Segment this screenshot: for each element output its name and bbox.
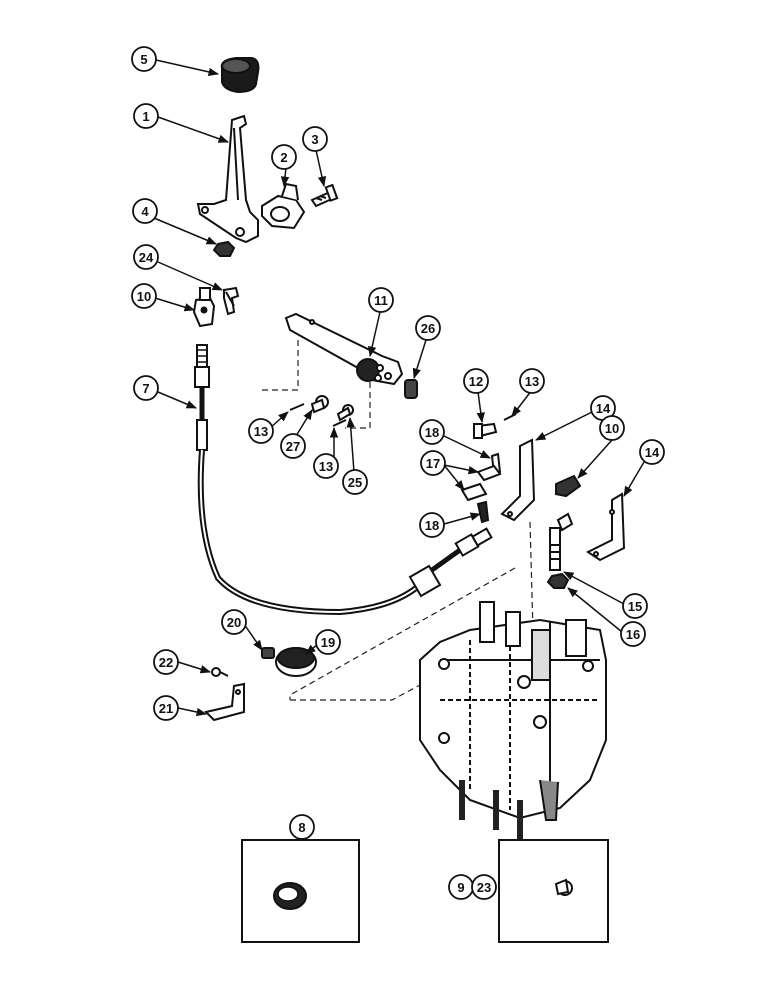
control-valve-body (419, 601, 607, 840)
callout-13-mid: 13 (313, 453, 339, 479)
part-27-pin (310, 395, 329, 414)
callout-26: 26 (415, 315, 441, 341)
callout-26-label: 26 (421, 321, 435, 336)
callout-13-right: 13 (519, 368, 545, 394)
part-5-knob (220, 57, 260, 94)
callout-24: 24 (133, 244, 159, 270)
callout-23-label: 23 (477, 880, 491, 895)
part-19-knob (275, 647, 317, 677)
callout-12-label: 12 (469, 374, 483, 389)
callout-4-label: 4 (141, 204, 149, 219)
callout-19-label: 19 (321, 635, 335, 650)
assembly-dashed-lines (258, 340, 534, 701)
callout-8: 8 (289, 814, 315, 840)
part-24-clip (223, 286, 240, 316)
inset-box-9-23 (498, 839, 609, 943)
callout-12: 12 (463, 368, 489, 394)
part-3-screw (310, 183, 339, 208)
callout-16: 16 (620, 621, 646, 647)
callout-9-label: 9 (457, 880, 464, 895)
part-1-lever (196, 114, 259, 244)
callout-23: 23 (471, 874, 497, 900)
callout-7-label: 7 (142, 381, 149, 396)
callout-17-label: 17 (426, 456, 440, 471)
callout-11-label: 11 (374, 293, 388, 308)
callout-27: 27 (280, 433, 306, 459)
callout-10-right: 10 (599, 415, 625, 441)
part-20-spring (261, 647, 275, 659)
callout-19: 19 (315, 629, 341, 655)
part-16-nut (546, 572, 570, 589)
callout-27-label: 27 (286, 439, 300, 454)
callout-13-left-label: 13 (254, 424, 268, 439)
callout-5: 5 (131, 46, 157, 72)
callout-7: 7 (133, 375, 159, 401)
callout-5-label: 5 (140, 52, 147, 67)
callout-2-label: 2 (280, 150, 287, 165)
callout-14-left-label: 14 (596, 401, 611, 416)
callouts: 5 1 2 3 4 24 10 7 11 26 13 27 13 25 12 1… (131, 46, 665, 900)
part-21-bracket (204, 682, 245, 722)
callout-1: 1 (133, 103, 159, 129)
callout-22: 22 (153, 649, 179, 675)
callout-18-lower: 18 (419, 512, 445, 538)
callout-8-label: 8 (298, 820, 305, 835)
callout-4: 4 (132, 198, 158, 224)
callout-11: 11 (368, 287, 394, 313)
callout-21: 21 (153, 695, 179, 721)
callout-3-label: 3 (311, 132, 318, 147)
part-14-bracket-left (500, 438, 536, 522)
inset-box-8 (241, 839, 360, 943)
callout-3: 3 (302, 126, 328, 152)
callout-18-upper: 18 (419, 419, 445, 445)
callout-15: 15 (622, 593, 648, 619)
callout-10-right-label: 10 (605, 421, 619, 436)
part-14-bracket-right (586, 492, 626, 562)
callout-18-upper-label: 18 (425, 425, 439, 440)
callout-20-label: 20 (227, 615, 241, 630)
callout-10-upper: 10 (131, 283, 157, 309)
part-2-bushing (261, 182, 306, 230)
callout-21-label: 21 (159, 701, 173, 716)
part-7-cable (194, 344, 493, 616)
part-11-selector (284, 312, 404, 386)
callout-18-lower-label: 18 (425, 518, 439, 533)
callout-15-label: 15 (628, 599, 642, 614)
part-15-rod (549, 512, 574, 571)
part-26-spring (404, 379, 418, 399)
callout-9: 9 (448, 874, 474, 900)
callout-2: 2 (271, 144, 297, 170)
callout-16-label: 16 (626, 627, 640, 642)
callout-13-mid-label: 13 (319, 459, 333, 474)
callout-1-label: 1 (142, 109, 149, 124)
part-25-pin (336, 404, 354, 422)
leader-lines (153, 59, 645, 840)
callout-13-right-label: 13 (525, 374, 539, 389)
callout-10-upper-label: 10 (137, 289, 151, 304)
part-17-pins (460, 464, 502, 502)
part-4-nut (212, 240, 236, 257)
callout-25: 25 (342, 469, 368, 495)
callout-24-label: 24 (139, 250, 154, 265)
callout-25-label: 25 (348, 475, 362, 490)
part-22-screw (211, 667, 229, 677)
part-10-clevis-right (555, 474, 582, 498)
callout-14-right-label: 14 (645, 445, 660, 460)
callout-17: 17 (420, 450, 446, 476)
part-10-clevis-upper (192, 287, 216, 328)
callout-13-left: 13 (248, 418, 274, 444)
part-12-pin (473, 422, 498, 439)
callout-22-label: 22 (159, 655, 173, 670)
callout-20: 20 (221, 609, 247, 635)
callout-14-right: 14 (639, 439, 665, 465)
